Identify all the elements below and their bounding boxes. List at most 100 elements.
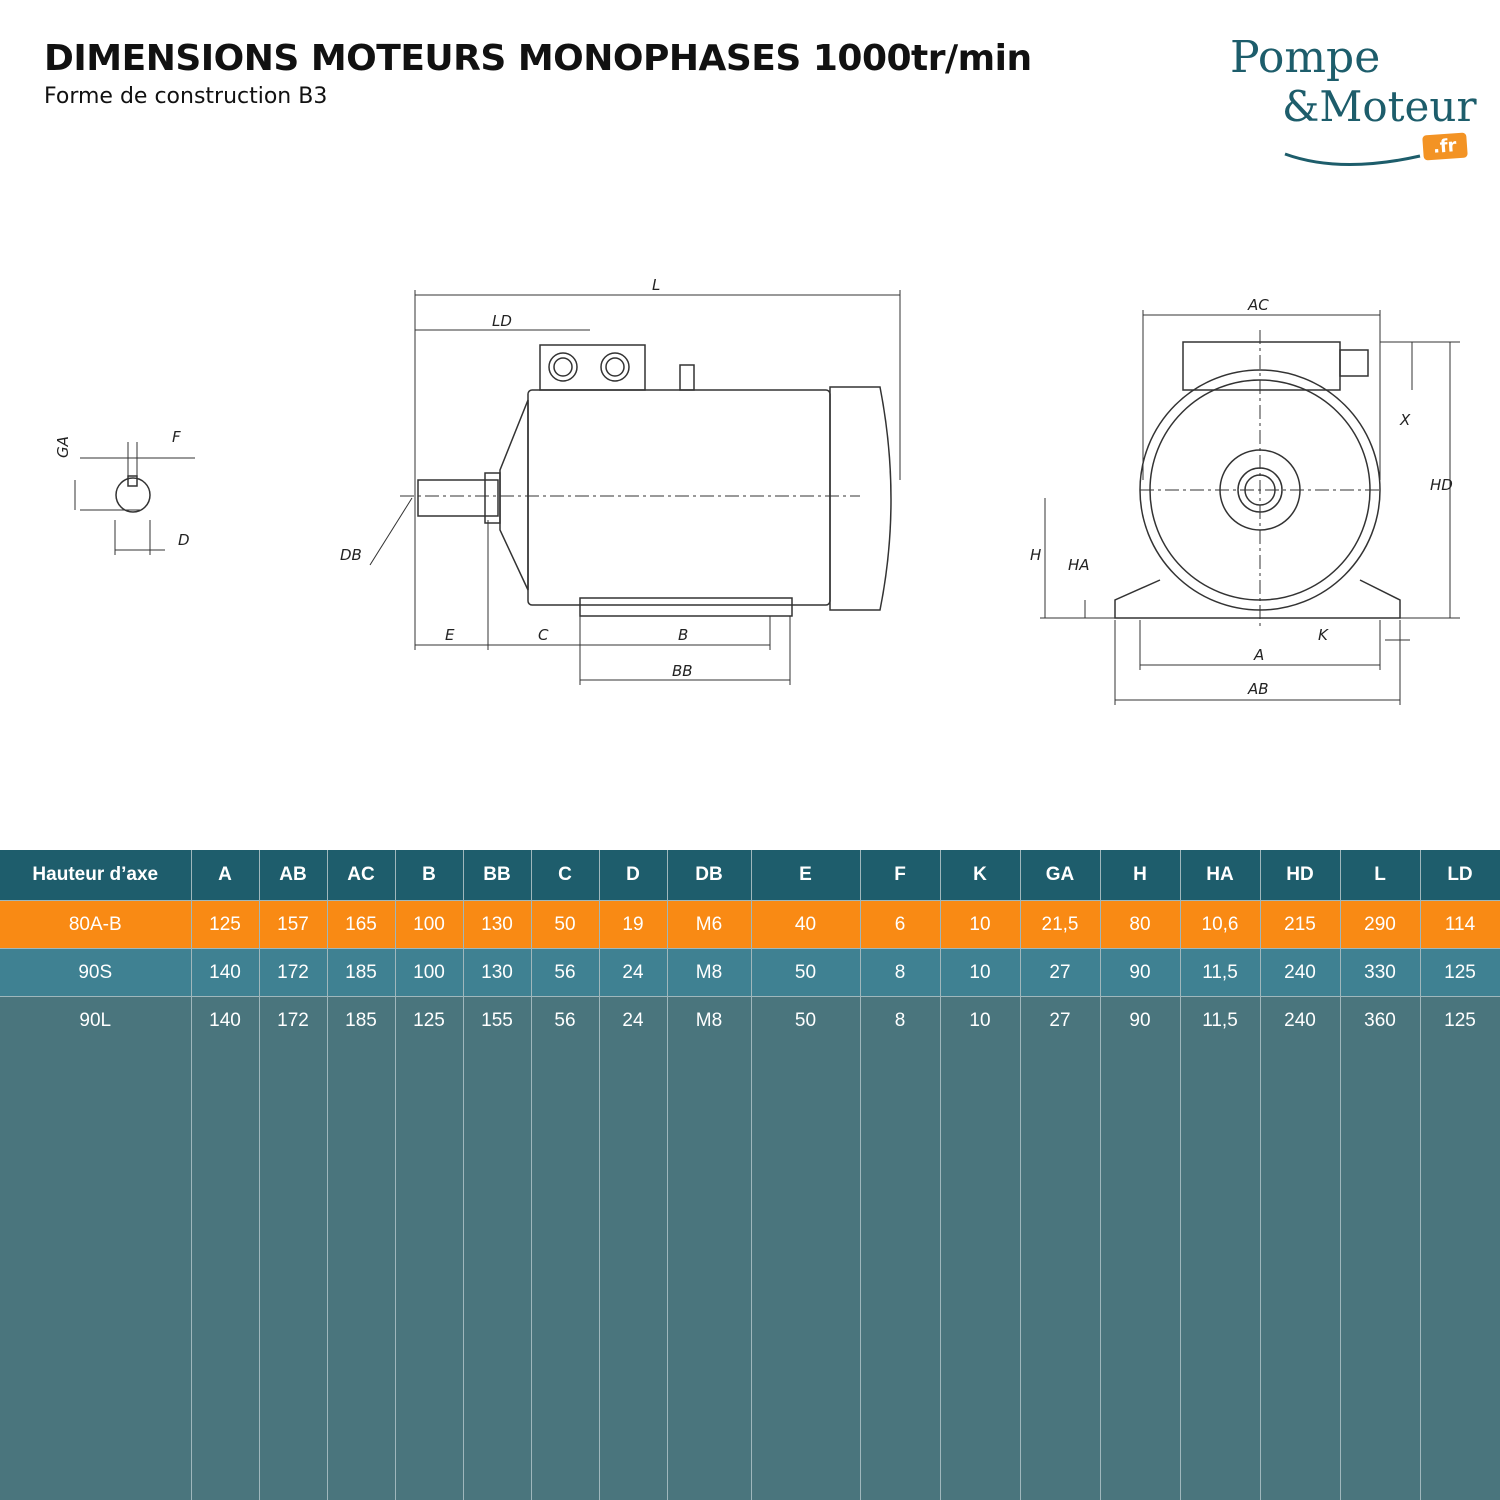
label-BB: BB xyxy=(672,662,693,680)
table-header-row: Hauteur d’axe A AB AC B BB C D DB E F K … xyxy=(0,850,1500,901)
table-cell: 90 xyxy=(1100,996,1181,1044)
table-cell: 21,5 xyxy=(1020,900,1101,949)
table-cell: 11,5 xyxy=(1180,948,1261,997)
logo-line1: Pompe xyxy=(1230,32,1381,83)
table-cell: 56 xyxy=(531,996,600,1044)
column-header: H xyxy=(1100,850,1181,901)
table-cell: 24 xyxy=(599,948,668,997)
table-cell: M8 xyxy=(667,996,752,1044)
brand-logo: Pompe &Moteur .fr xyxy=(1220,32,1480,172)
table-cell: 185 xyxy=(327,948,396,997)
table-cell: 8 xyxy=(860,996,941,1044)
table-cell: 125 xyxy=(191,900,260,949)
table-cell: M6 xyxy=(667,900,752,949)
dimensions-table: Hauteur d’axe A AB AC B BB C D DB E F K … xyxy=(0,850,1500,1044)
motor-side-view xyxy=(369,290,901,685)
label-D: D xyxy=(178,531,190,549)
label-LD: LD xyxy=(492,312,512,330)
label-B: B xyxy=(678,626,688,644)
table-cell: 24 xyxy=(599,996,668,1044)
label-AC: AC xyxy=(1247,296,1269,314)
table-cell: 155 xyxy=(463,996,532,1044)
label-DB: DB xyxy=(340,546,362,564)
column-header: F xyxy=(860,850,941,901)
table-cell: 56 xyxy=(531,948,600,997)
table-cell: 50 xyxy=(751,996,861,1044)
column-divider xyxy=(1100,850,1101,1500)
table-cell: 100 xyxy=(395,900,464,949)
table-cell: 8 xyxy=(860,948,941,997)
label-K: K xyxy=(1318,626,1329,644)
table-cell: 130 xyxy=(463,900,532,949)
table-cell: 240 xyxy=(1260,948,1341,997)
label-AB: AB xyxy=(1247,680,1269,698)
column-divider xyxy=(751,850,752,1500)
column-divider xyxy=(1260,850,1261,1500)
column-header: AC xyxy=(327,850,396,901)
column-header: BB xyxy=(463,850,532,901)
column-divider xyxy=(599,850,600,1500)
table-cell: M8 xyxy=(667,948,752,997)
table-cell: 290 xyxy=(1340,900,1421,949)
column-header: L xyxy=(1340,850,1421,901)
column-divider xyxy=(1180,850,1181,1500)
column-header: LD xyxy=(1420,850,1500,901)
table-cell: 90S xyxy=(0,948,192,997)
column-header: A xyxy=(191,850,260,901)
column-header: K xyxy=(940,850,1021,901)
table-cell: 125 xyxy=(1420,948,1500,997)
table-cell: 80A-B xyxy=(0,900,192,949)
dimensions-table-container: Hauteur d’axe A AB AC B BB C D DB E F K … xyxy=(0,850,1500,1500)
label-H: H xyxy=(1030,546,1041,564)
label-X: X xyxy=(1399,411,1411,429)
page-subtitle: Forme de construction B3 xyxy=(44,84,328,109)
table-cell: 11,5 xyxy=(1180,996,1261,1044)
table-cell: 50 xyxy=(531,900,600,949)
column-header: DB xyxy=(667,850,752,901)
table-cell: 90 xyxy=(1100,948,1181,997)
table-cell: 215 xyxy=(1260,900,1341,949)
column-header: C xyxy=(531,850,600,901)
column-divider xyxy=(1420,850,1421,1500)
table-cell: 10 xyxy=(940,948,1021,997)
page-title: DIMENSIONS MOTEURS MONOPHASES 1000tr/min xyxy=(44,38,1032,79)
column-divider xyxy=(395,850,396,1500)
table-row: 90L 140 172 185 125 155 56 24 M8 50 8 10… xyxy=(0,996,1500,1044)
label-HA: HA xyxy=(1068,556,1090,574)
column-header: HA xyxy=(1180,850,1261,901)
column-header: HD xyxy=(1260,850,1341,901)
table-cell: 360 xyxy=(1340,996,1421,1044)
table-cell: 90L xyxy=(0,996,192,1044)
technical-drawing: GA F D L LD DB E C B BB xyxy=(54,276,1460,705)
logo-line2: &Moteur xyxy=(1282,82,1477,131)
table-cell: 330 xyxy=(1340,948,1421,997)
column-header: GA xyxy=(1020,850,1101,901)
table-cell: 140 xyxy=(191,948,260,997)
column-header: Hauteur d’axe xyxy=(0,850,192,901)
table-cell: 172 xyxy=(259,996,328,1044)
column-divider xyxy=(531,850,532,1500)
shaft-section-view xyxy=(74,442,195,555)
column-divider xyxy=(327,850,328,1500)
column-divider xyxy=(191,850,192,1500)
column-divider xyxy=(463,850,464,1500)
table-cell: 10 xyxy=(940,996,1021,1044)
label-A: A xyxy=(1253,646,1264,664)
label-HD: HD xyxy=(1430,476,1453,494)
table-cell: 100 xyxy=(395,948,464,997)
table-cell: 165 xyxy=(327,900,396,949)
column-divider xyxy=(1340,850,1341,1500)
table-cell: 130 xyxy=(463,948,532,997)
logo-tld: .fr xyxy=(1422,132,1468,161)
table-cell: 40 xyxy=(751,900,861,949)
column-divider xyxy=(259,850,260,1500)
table-cell: 240 xyxy=(1260,996,1341,1044)
column-divider xyxy=(940,850,941,1500)
label-E: E xyxy=(445,626,455,644)
label-C: C xyxy=(538,626,549,644)
table-cell: 114 xyxy=(1420,900,1500,949)
table-cell: 185 xyxy=(327,996,396,1044)
column-header: E xyxy=(751,850,861,901)
label-L: L xyxy=(652,276,660,294)
motor-front-view xyxy=(1040,310,1460,705)
